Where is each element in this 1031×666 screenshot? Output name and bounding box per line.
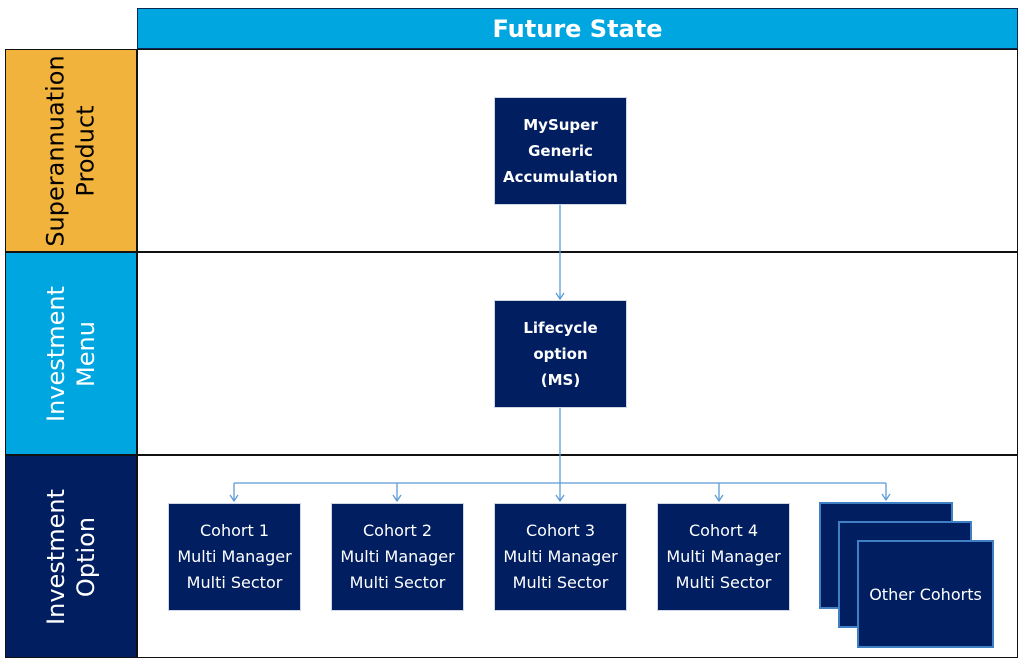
row-label-superannuation-product: Superannuation Product [5, 49, 137, 252]
node-mysuper-generic-accumulation: MySuper Generic Accumulation [494, 97, 627, 205]
node-text-line: MySuper [523, 116, 598, 134]
node-text-line: Other Cohorts [869, 584, 982, 604]
node-cohort-3: Cohort 3 Multi Manager Multi Sector [494, 503, 627, 611]
node-text-line: Multi Sector [186, 573, 283, 592]
node-text-line: Multi Sector [349, 573, 446, 592]
node-text-line: Generic [528, 142, 593, 160]
node-text-line: (MS) [540, 371, 581, 389]
node-cohort-1: Cohort 1 Multi Manager Multi Sector [168, 503, 301, 611]
node-text-line: Multi Sector [675, 573, 772, 592]
row-label-investment-menu: Investment Menu [5, 252, 137, 455]
node-text-line: option [533, 345, 588, 363]
node-text-line: Cohort 1 [199, 521, 269, 540]
node-text-line: Multi Manager [503, 547, 618, 566]
node-other-cohorts: Other Cohorts [857, 540, 994, 648]
node-text-line: Cohort 2 [362, 521, 432, 540]
node-text-line: Multi Manager [177, 547, 292, 566]
node-text-line: Cohort 4 [688, 521, 758, 540]
node-cohort-2: Cohort 2 Multi Manager Multi Sector [331, 503, 464, 611]
row-label-investment-option: Investment Option [5, 455, 137, 658]
node-lifecycle-option: Lifecycle option (MS) [494, 300, 627, 408]
node-text-line: Multi Manager [340, 547, 455, 566]
node-text-line: Accumulation [503, 168, 618, 186]
node-text-line: Multi Sector [512, 573, 609, 592]
node-text-line: Multi Manager [666, 547, 781, 566]
node-cohort-4: Cohort 4 Multi Manager Multi Sector [657, 503, 790, 611]
diagram-title: Future State [137, 8, 1018, 49]
node-text-line: Lifecycle [523, 319, 598, 337]
node-text-line: Cohort 3 [525, 521, 595, 540]
